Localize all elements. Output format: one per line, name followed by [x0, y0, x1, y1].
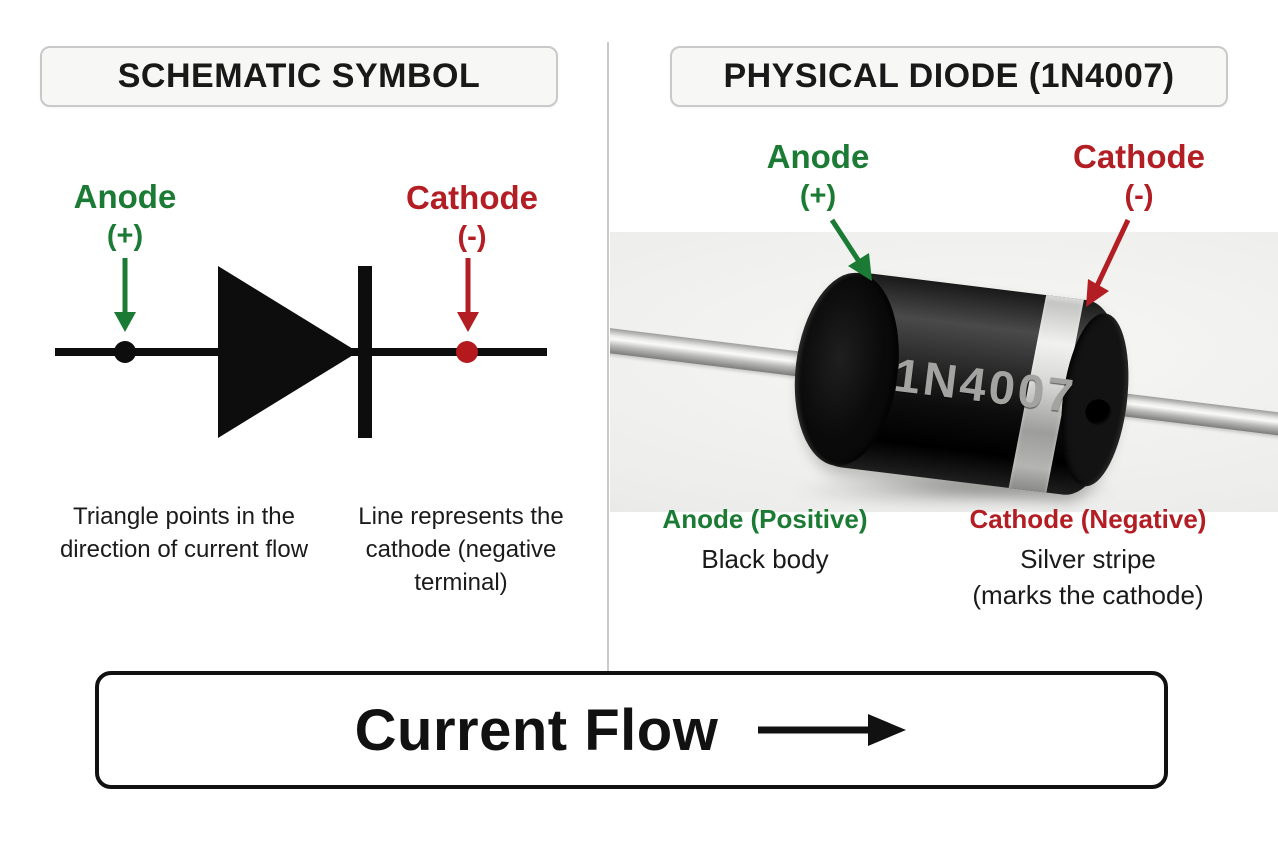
- anode-pointer-arrow-icon: [829, 218, 872, 281]
- schematic-panel-title: SCHEMATIC SYMBOL: [117, 57, 481, 95]
- schematic-anode-label: Anode (+): [25, 180, 225, 251]
- cathode-text: Cathode: [406, 179, 538, 216]
- cathode-pointer-arrow-icon: [457, 258, 479, 332]
- schematic-cathode-label: Cathode (-): [372, 181, 572, 252]
- anode-caption-title: Anode (Positive): [662, 504, 868, 534]
- panel-divider: [607, 42, 609, 672]
- cathode-caption-line1: Silver stripe: [1020, 544, 1156, 575]
- cathode-bar: [358, 266, 372, 438]
- anode-text: Anode: [73, 178, 177, 215]
- cathode-caption-title: Cathode (Negative): [969, 504, 1207, 534]
- cathode-pointer-arrow-icon: [1086, 218, 1131, 307]
- physical-panel-title: PHYSICAL DIODE (1N4007): [723, 57, 1175, 95]
- anode-pointer-arrow-icon: [114, 258, 136, 332]
- triangle-caption: Triangle points in the direction of curr…: [59, 503, 309, 564]
- cathode-line-caption: Line represents the cathode (negative te…: [358, 503, 564, 597]
- diode-triangle: [218, 266, 358, 438]
- cathode-caption-line2: (marks the cathode): [972, 579, 1204, 610]
- schematic-panel-header: SCHEMATIC SYMBOL: [40, 46, 558, 107]
- anode-terminal-dot: [114, 341, 136, 363]
- current-flow-banner: Current Flow: [95, 671, 1168, 789]
- physical-anode-label: Anode (+): [718, 140, 918, 211]
- anode-text: Anode: [766, 138, 870, 175]
- physical-cathode-label: Cathode (-): [1039, 140, 1239, 211]
- anode-sign: (+): [106, 220, 144, 252]
- physical-panel-header: PHYSICAL DIODE (1N4007): [670, 46, 1228, 107]
- anode-photo-caption: Anode (Positive) Black body: [625, 504, 905, 576]
- cathode-terminal-dot: [456, 341, 478, 363]
- anode-sign: (+): [799, 180, 837, 212]
- current-flow-arrow-icon: [758, 714, 907, 746]
- lead-hole: [1083, 397, 1113, 427]
- anode-caption-body: Black body: [701, 544, 829, 575]
- current-flow-label: Current Flow: [354, 697, 719, 763]
- diode-photo: 1N4007: [610, 232, 1278, 512]
- photo-pointer-arrows: [829, 218, 1131, 307]
- cathode-text: Cathode: [1073, 138, 1205, 175]
- cathode-sign: (-): [1124, 180, 1154, 212]
- diode-schematic-symbol: [55, 258, 547, 438]
- cathode-sign: (-): [457, 221, 487, 253]
- cathode-photo-caption: Cathode (Negative) Silver stripe (marks …: [948, 504, 1228, 612]
